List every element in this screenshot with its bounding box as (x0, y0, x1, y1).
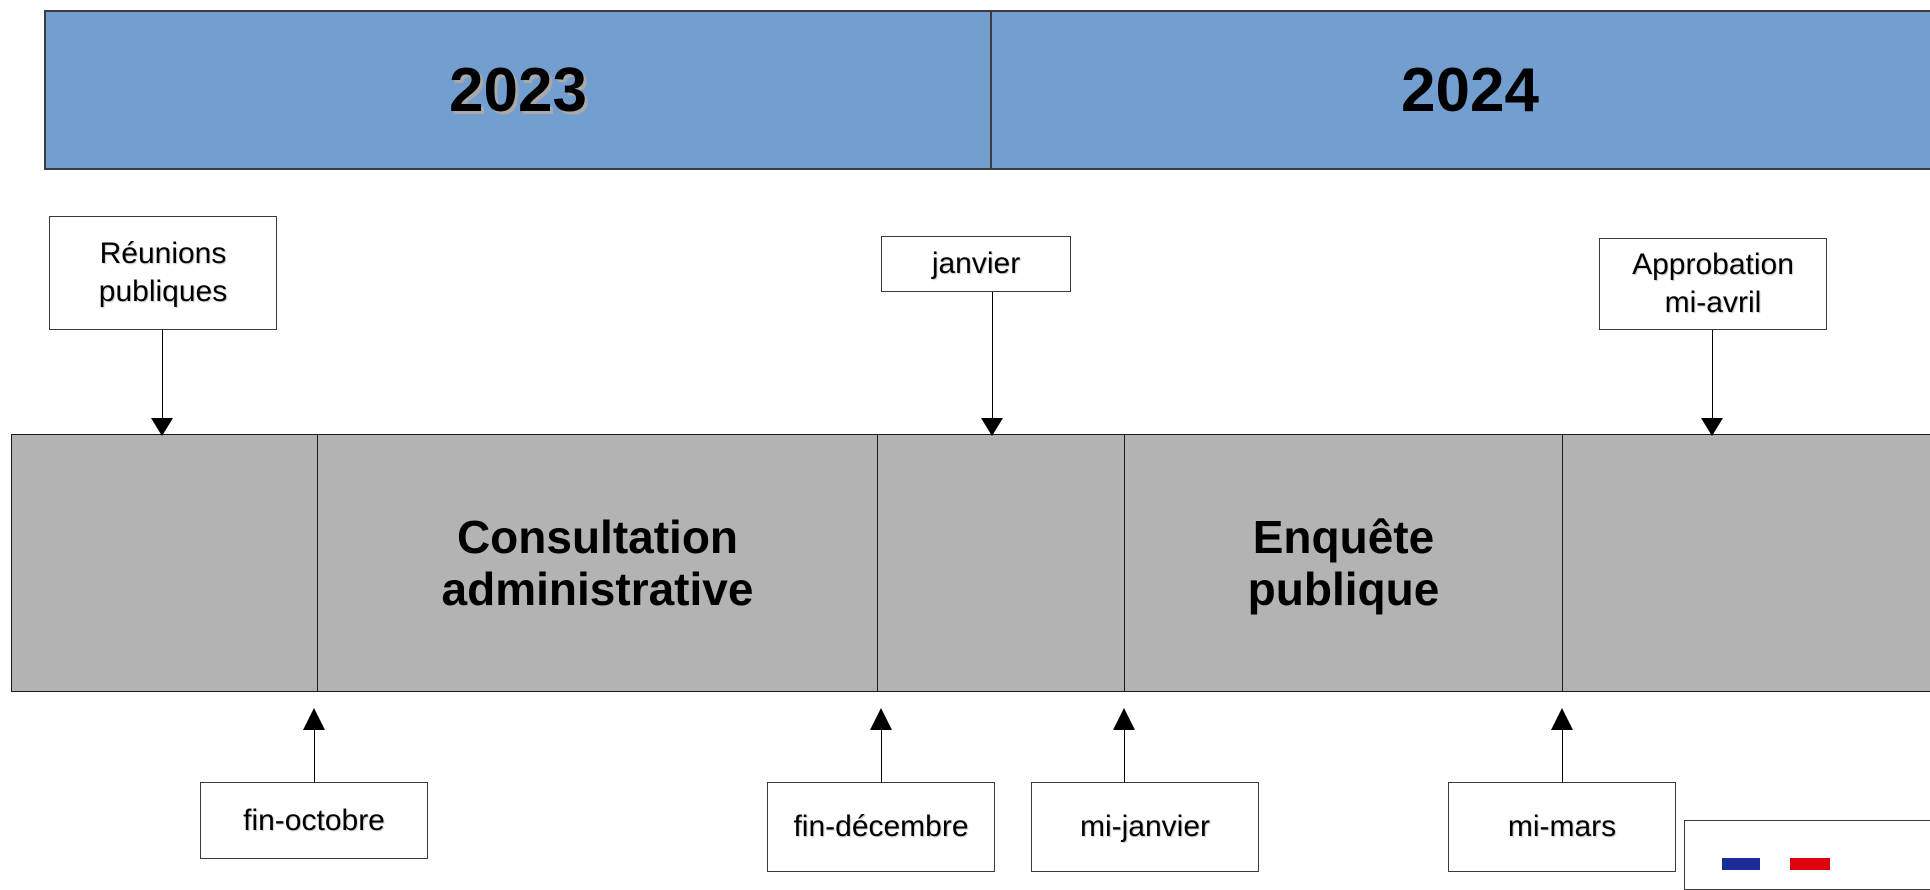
connector-mi-mars (1562, 729, 1563, 783)
arrow-up-fin-octobre (303, 708, 325, 730)
logo-box (1684, 820, 1930, 890)
phase-consultation-administrative: Consultation administrative (317, 434, 878, 692)
connector-approbation (1712, 330, 1713, 422)
milestone-mi-mars: mi-mars (1448, 782, 1676, 872)
milestone-approbation: Approbation mi-avril (1599, 238, 1827, 330)
milestone-mi-janvier: mi-janvier (1031, 782, 1259, 872)
milestone-janvier: janvier (881, 236, 1071, 292)
year-2023-label: 2023 (449, 55, 587, 125)
year-2024-label: 2024 (1401, 55, 1539, 125)
connector-janvier (992, 292, 993, 422)
phase-consultation-label: Consultation administrative (441, 511, 754, 615)
logo-flag-blue (1722, 858, 1760, 870)
phase-segment-5 (1562, 434, 1930, 692)
milestone-reunions-publiques: Réunions publiques (49, 216, 277, 330)
connector-fin-octobre (314, 729, 315, 783)
phase-segment-1 (11, 434, 318, 692)
milestone-fin-decembre: fin-décembre (767, 782, 995, 872)
year-2023: 2023 (44, 10, 992, 170)
connector-mi-janvier (1124, 729, 1125, 783)
phase-enquete-publique: Enquête publique (1124, 434, 1563, 692)
arrow-down-reunions (151, 418, 173, 436)
milestone-fin-octobre: fin-octobre (200, 782, 428, 859)
arrow-up-mi-mars (1551, 708, 1573, 730)
phase-segment-3 (877, 434, 1125, 692)
arrow-up-mi-janvier (1113, 708, 1135, 730)
year-2024: 2024 (990, 10, 1930, 170)
phase-enquete-label: Enquête publique (1247, 511, 1440, 615)
logo-flag-red (1790, 858, 1830, 870)
arrow-down-approbation (1701, 418, 1723, 436)
arrow-down-janvier (981, 418, 1003, 436)
connector-reunions (162, 330, 163, 422)
connector-fin-decembre (881, 729, 882, 783)
arrow-up-fin-decembre (870, 708, 892, 730)
